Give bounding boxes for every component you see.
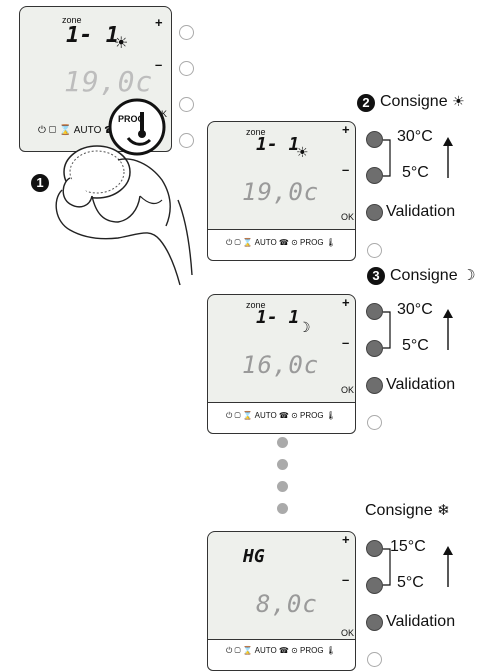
mode-icons-row: ⏻ ▢ ⌛ AUTO ☎ ⊙ PROG 🌡 [226, 646, 336, 655]
prog-button[interactable] [367, 652, 382, 667]
plus-label: + [342, 122, 350, 137]
validation-button[interactable] [366, 377, 383, 394]
minus-button[interactable] [179, 61, 194, 76]
thermostat-display-3: zone 1- 1 ☽ 16,0c + – OK ⏻ ▢ ⌛ AUTO ☎ ⊙ … [207, 294, 356, 434]
ok-label: OK [341, 212, 355, 222]
ok-button[interactable] [179, 97, 194, 112]
step-3-badge: 3 [367, 267, 385, 285]
continuation-dot [277, 481, 288, 492]
auto-label: AUTO [254, 646, 277, 655]
max-temp: 30°C [397, 301, 433, 318]
max-temp: 30°C [397, 128, 433, 145]
prog-button[interactable] [179, 133, 194, 148]
prog-button[interactable] [367, 243, 382, 258]
zone-value: 1- 1 [256, 307, 300, 328]
mode-icons-row: ⏻ ▢ ⌛ AUTO ☎ ⊙ PROG 🌡 [226, 238, 336, 247]
temperature-readout: 8,0c [256, 590, 318, 618]
range-bracket [383, 546, 453, 587]
validation-label: Validation [386, 203, 456, 220]
validation-label: Validation [386, 376, 456, 393]
continuation-dot [277, 459, 288, 470]
auto-label: AUTO [254, 238, 277, 247]
plus-button[interactable] [366, 303, 383, 320]
thermostat-display-1: zone 1- 1 ☀ 19,0c + – OK ⏻ ▢ ⌛ AUTO ☎ [19, 6, 172, 152]
step-1-badge: 1 [31, 174, 49, 192]
thermostat-display-2: zone 1- 1 ☀ 19,0c + – OK ⏻ ▢ ⌛ AUTO ☎ ⊙ … [207, 121, 356, 261]
lcd-bottom-band: ⏻ ▢ ⌛ AUTO ☎ ⊙ PROG 🌡 [208, 639, 355, 670]
auto-label: AUTO [254, 411, 277, 420]
plus-button[interactable] [179, 25, 194, 40]
minus-label: – [155, 57, 163, 72]
mode-icons-row: ⏻ ▢ ⌛ AUTO ☎ [38, 125, 117, 136]
plus-label: + [155, 15, 163, 30]
step-2-title: Consigne ☀ [380, 93, 465, 111]
plus-button[interactable] [366, 131, 383, 148]
temperature-readout: 19,0c [64, 65, 154, 98]
step-2-badge: 2 [357, 94, 375, 112]
continuation-dot [277, 503, 288, 514]
sun-icon: ☀ [452, 93, 465, 109]
temperature-readout: 16,0c [242, 351, 320, 379]
temperature-readout: 19,0c [242, 178, 320, 206]
step-4-title-text: Consigne [365, 502, 433, 519]
min-temp: 5°C [397, 574, 424, 591]
zone-value: 1- 1 [256, 134, 300, 155]
prog-button[interactable] [367, 415, 382, 430]
step-3-title-text: Consigne [390, 267, 458, 284]
zone-value: 1- 1 [66, 23, 119, 48]
minus-label: – [342, 572, 350, 587]
minus-label: – [342, 335, 350, 350]
max-temp: 15°C [390, 538, 426, 555]
prog-label: PROG [300, 238, 324, 247]
minus-button[interactable] [366, 167, 383, 184]
zone-label: zone [62, 15, 82, 25]
min-temp: 5°C [402, 164, 429, 181]
minus-button[interactable] [366, 340, 383, 357]
zone-label: zone [246, 127, 266, 137]
mode-icons-row: ⏻ ▢ ⌛ AUTO ☎ ⊙ PROG 🌡 [226, 411, 336, 420]
hand-illustration [55, 98, 193, 286]
plus-label: + [342, 295, 350, 310]
hors-gel-label: HG [243, 546, 265, 567]
step-4-title: Consigne ❄ [365, 501, 450, 520]
lcd-bottom-band: ⏻ ▢ ⌛ AUTO ☎ ⊙ PROG 🌡 [208, 402, 355, 433]
range-bracket [383, 309, 453, 350]
thermostat-display-4: HG 8,0c + – OK ⏻ ▢ ⌛ AUTO ☎ ⊙ PROG 🌡 [207, 531, 356, 671]
prog-label: PROG [300, 411, 324, 420]
sun-icon: ☀ [296, 144, 309, 160]
step-2-title-text: Consigne [380, 93, 448, 110]
validation-button[interactable] [366, 614, 383, 631]
validation-button[interactable] [366, 204, 383, 221]
lcd-bottom-band: ⏻ ▢ ⌛ AUTO ☎ ⊙ PROG 🌡 [208, 229, 355, 260]
minus-button[interactable] [366, 577, 383, 594]
continuation-dot [277, 437, 288, 448]
min-temp: 5°C [402, 337, 429, 354]
prog-label: PROG [300, 646, 324, 655]
ok-label: OK [341, 385, 355, 395]
sun-icon: ☀ [114, 35, 129, 52]
validation-label: Validation [386, 613, 456, 630]
snowflake-icon: ❄ [437, 502, 450, 519]
plus-label: + [342, 532, 350, 547]
step-3-title: Consigne ☽ [390, 266, 476, 285]
prog-label-magnified: PROG [118, 114, 145, 124]
moon-icon: ☽ [298, 319, 311, 335]
plus-button[interactable] [366, 540, 383, 557]
zone-label: zone [246, 300, 266, 310]
moon-icon: ☽ [462, 267, 476, 284]
minus-label: – [342, 162, 350, 177]
range-bracket [383, 137, 453, 178]
ok-label: OK [341, 628, 355, 638]
